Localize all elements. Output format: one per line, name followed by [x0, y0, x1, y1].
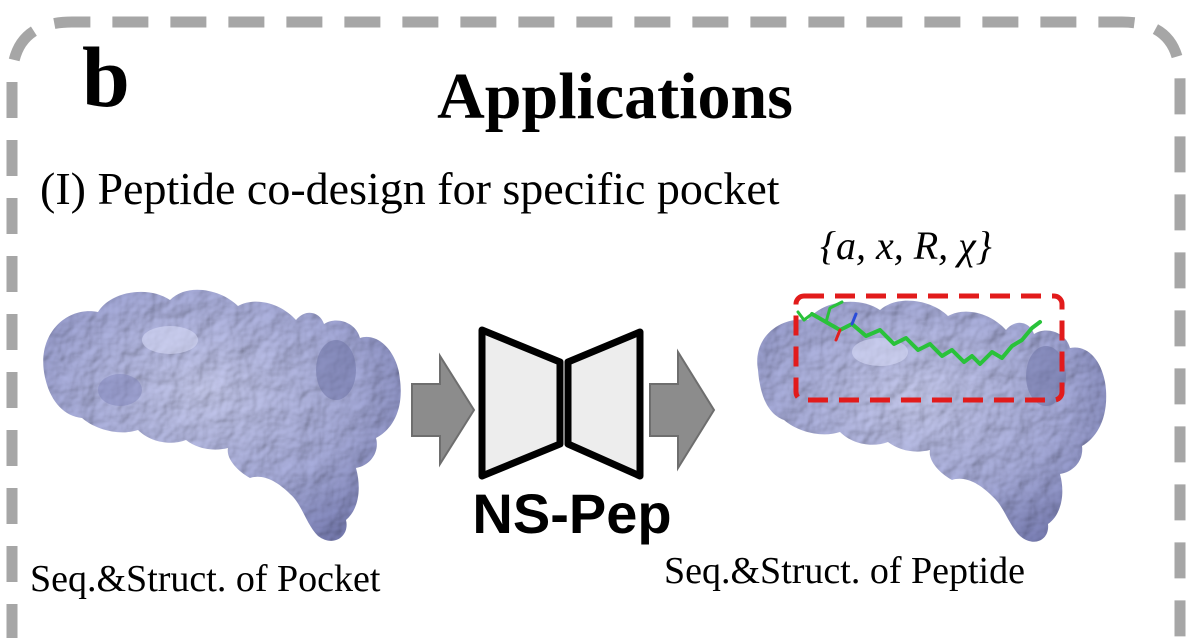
encoder-decoder-icon — [478, 326, 644, 480]
dashed-frame — [6, 16, 1186, 638]
output-variables: {a, x, R, χ} — [820, 223, 992, 268]
arrow-right-icon — [411, 352, 476, 468]
peptide-highlight-box — [793, 293, 1065, 403]
arrow-right-icon — [649, 348, 716, 472]
panel-title: Applications — [437, 60, 793, 133]
protein-peptide-complex-icon — [757, 293, 1107, 542]
input-caption: Seq.&Struct. of Pocket — [30, 558, 381, 600]
model-name: NS-Pep — [472, 482, 672, 545]
peptide-chain-icon — [796, 300, 1042, 366]
protein-surface-icon — [43, 289, 401, 541]
panel-subtitle: (I) Peptide co-design for specific pocke… — [40, 163, 780, 214]
panel-letter: b — [82, 29, 130, 125]
output-caption: Seq.&Struct. of Peptide — [664, 550, 1025, 592]
